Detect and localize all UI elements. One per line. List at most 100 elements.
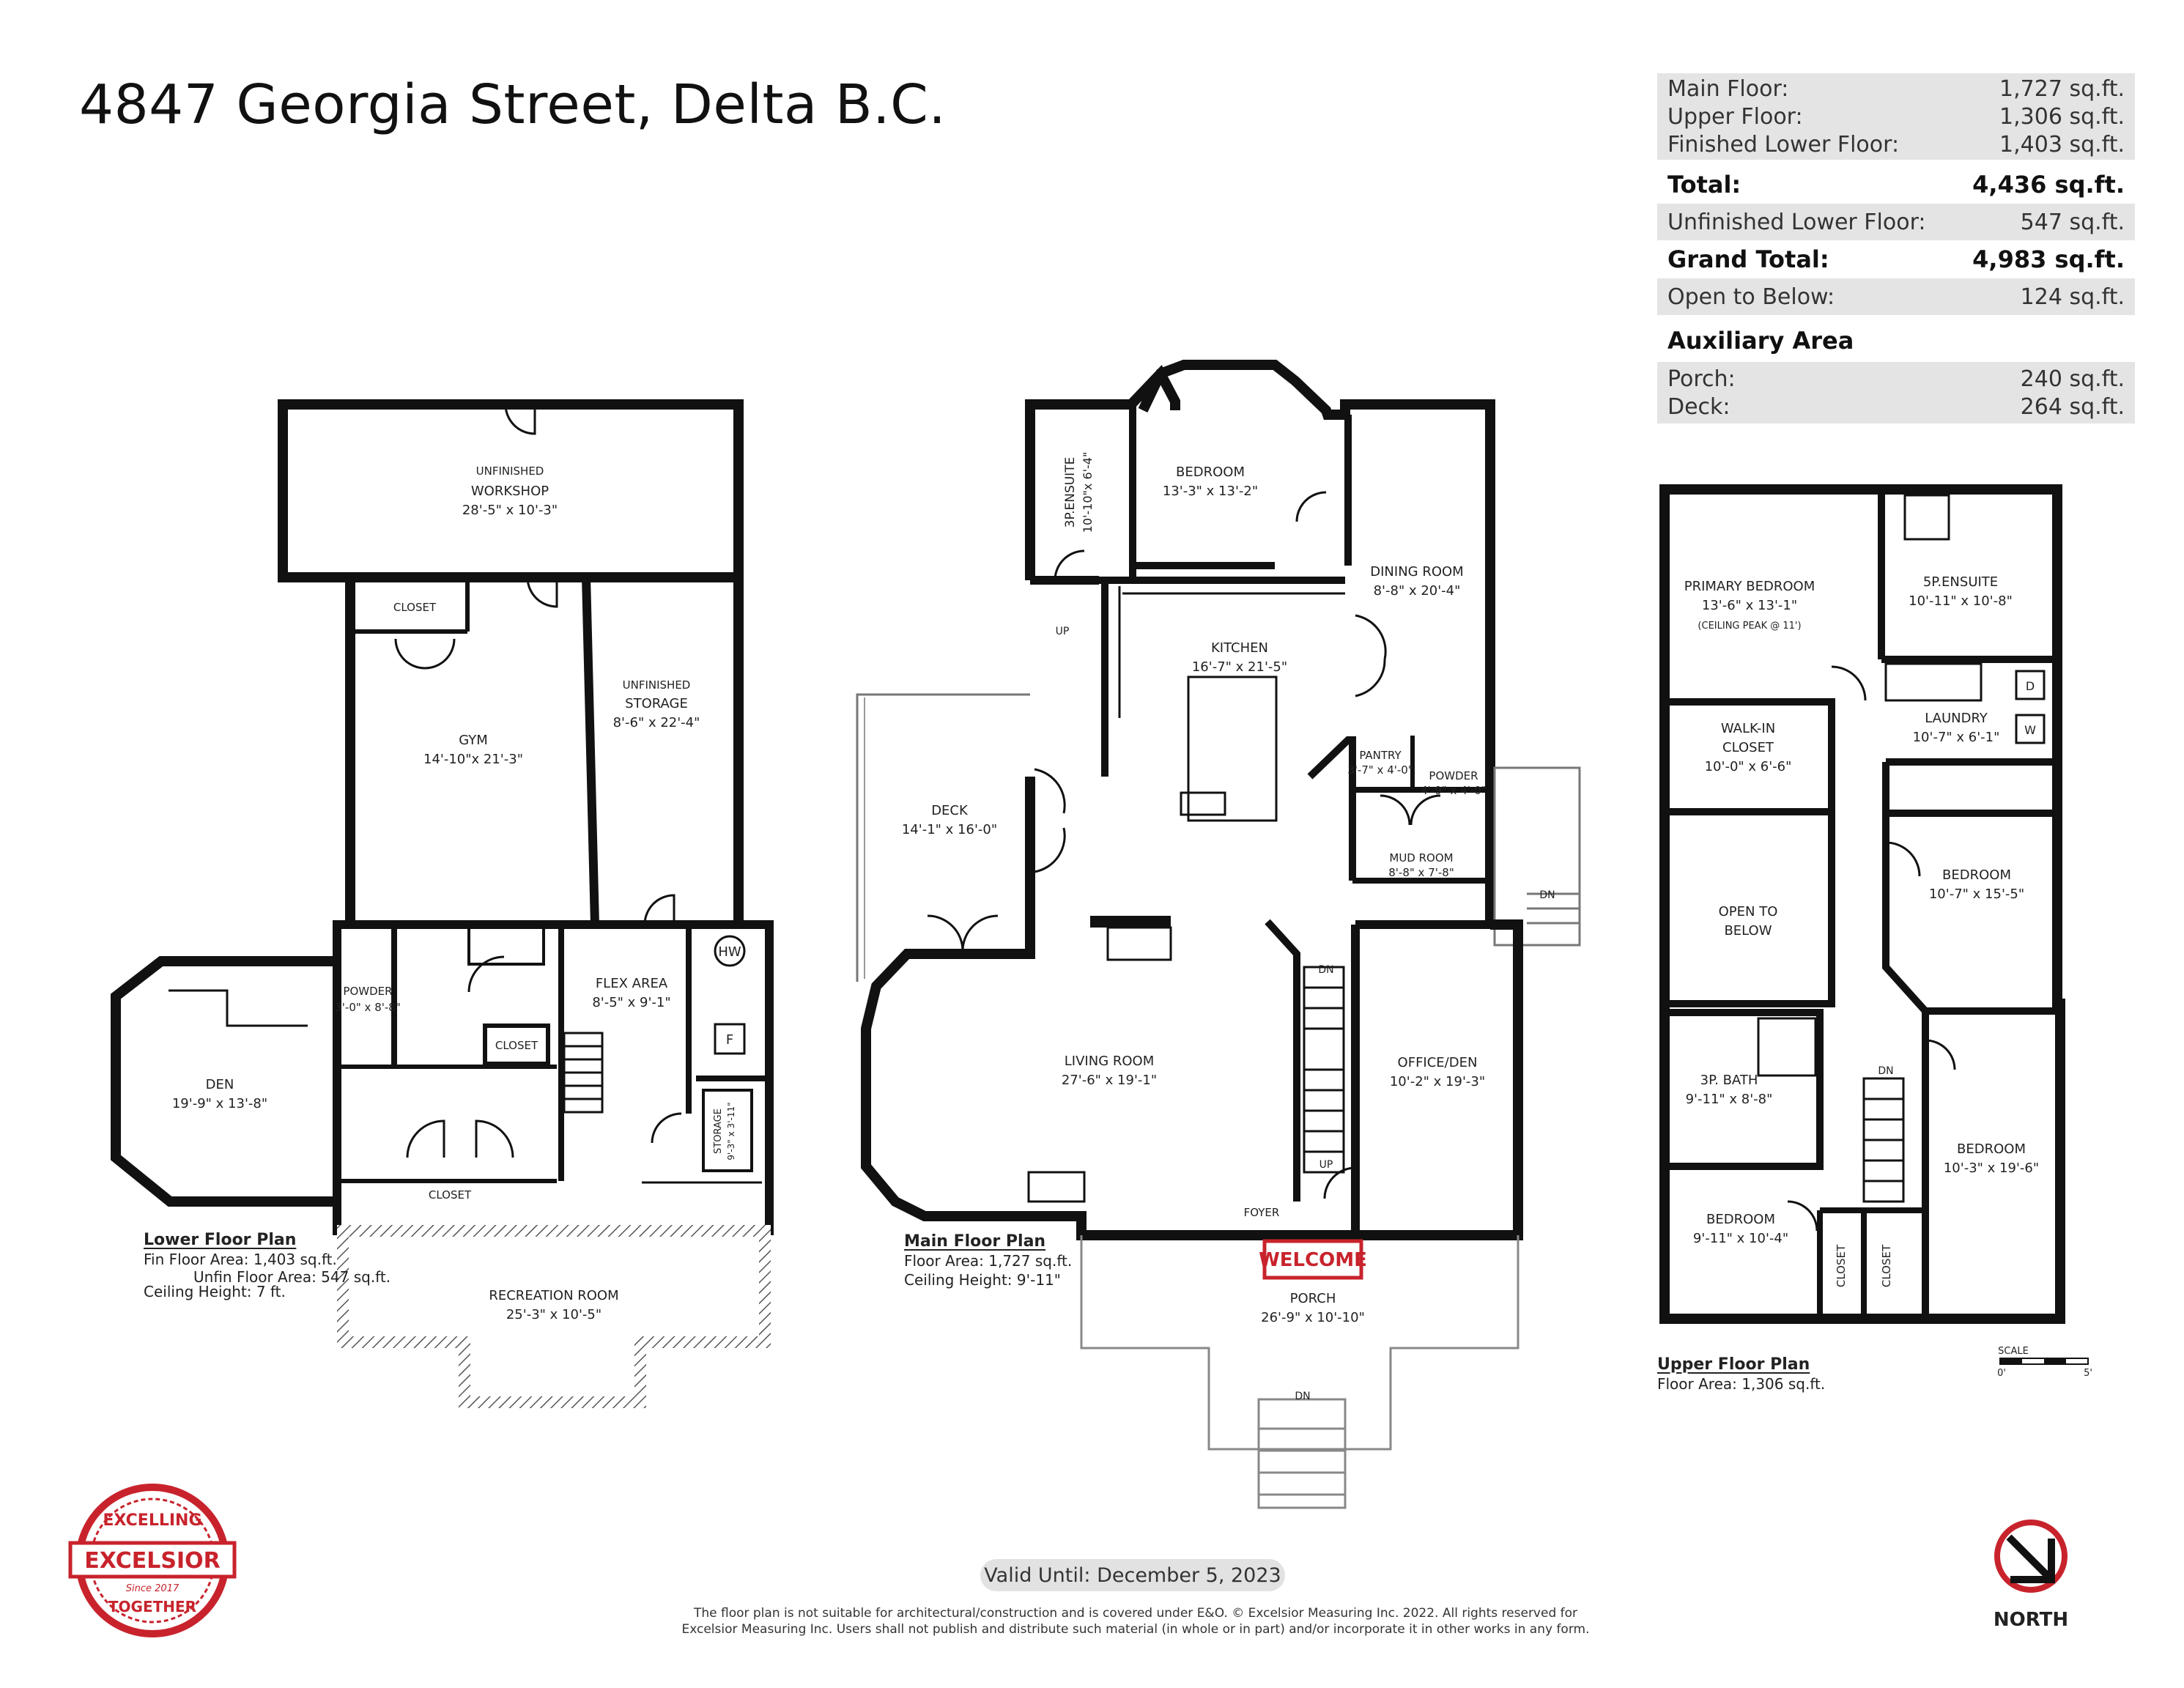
deck-outline bbox=[856, 693, 1030, 982]
room-name: PANTRY bbox=[1359, 749, 1402, 762]
plan-ceiling: Ceiling Height: 9'-11" bbox=[904, 1271, 1061, 1289]
room-dim: 10'-0" x 6'-6" bbox=[1705, 759, 1792, 774]
room-name: CLOSET bbox=[429, 1188, 472, 1202]
area-row-main: Main Floor: 1,727 sq.ft. bbox=[1657, 75, 2135, 103]
porch-outline bbox=[1080, 1235, 1519, 1451]
fireplace bbox=[1106, 926, 1172, 961]
room-dim: 16'-7" x 21'-5" bbox=[1192, 659, 1287, 675]
room-dim: 19'-9" x 13'-8" bbox=[172, 1096, 267, 1111]
room-dim: 8'-5" x 9'-1" bbox=[592, 995, 670, 1010]
room-dim: 10'-3" x 19'-6" bbox=[1944, 1160, 2039, 1176]
logo-name-text: EXCELSIOR bbox=[84, 1548, 221, 1574]
upper-plan-caption: Upper Floor Plan Floor Area: 1,306 sq.ft… bbox=[1657, 1355, 1825, 1393]
scale-min: 0' bbox=[1997, 1368, 2006, 1379]
furnace-icon bbox=[714, 1023, 746, 1055]
room-dim: 8'-8" x 20'-4" bbox=[1374, 583, 1461, 599]
room-name: CLOSET bbox=[393, 601, 437, 614]
room-name: GYM bbox=[459, 733, 488, 748]
area-label: Unfinished Lower Floor: bbox=[1667, 209, 1926, 235]
room-name: STORAGE bbox=[625, 696, 688, 711]
shower bbox=[1903, 494, 1950, 541]
area-label: Porch: bbox=[1667, 366, 1736, 392]
room-name: WALK-IN bbox=[1721, 721, 1775, 736]
aux-band: Porch:240 sq.ft. Deck:264 sq.ft. bbox=[1657, 362, 2135, 423]
lower-plan-caption: Lower Floor Plan Fin Floor Area: 1,403 s… bbox=[144, 1231, 390, 1301]
room-name: OPEN TO bbox=[1719, 904, 1778, 919]
plan-title: Lower Floor Plan bbox=[144, 1231, 297, 1249]
room-name: BEDROOM bbox=[1706, 1212, 1775, 1227]
area-value: 4,983 sq.ft. bbox=[1972, 245, 2125, 273]
room-dim: 10'-2" x 19'-3" bbox=[1390, 1074, 1485, 1089]
room-name: CLOSET bbox=[1835, 1244, 1848, 1287]
area-value: 1,403 sq.ft. bbox=[1999, 131, 2125, 158]
disclaimer-line: The floor plan is not suitable for archi… bbox=[693, 1606, 1578, 1621]
main-floor-plan: WELCOME BEDROOM 13'-3" x 13'-2" DINING R… bbox=[856, 360, 1581, 1509]
room-dim: 9'-3" x 3'-11" bbox=[726, 1102, 736, 1160]
room-name: KITCHEN bbox=[1211, 640, 1268, 656]
room-name: POWDER bbox=[1429, 769, 1478, 782]
room-name: BEDROOM bbox=[1957, 1141, 2026, 1157]
room-name: POWDER bbox=[343, 985, 392, 998]
den-walls bbox=[111, 956, 337, 1207]
disclaimer-line: Excelsior Measuring Inc. Users shall not… bbox=[681, 1622, 1590, 1637]
dryer-label: D bbox=[2026, 679, 2035, 693]
storage2-walls bbox=[702, 1089, 753, 1172]
bathtub bbox=[467, 926, 545, 966]
vanity bbox=[1884, 662, 1983, 702]
room-name: DECK bbox=[931, 803, 969, 818]
room-name: 5P.ENSUITE bbox=[1923, 574, 1998, 590]
area-row-finished-lower: Finished Lower Floor:1,403 sq.ft. bbox=[1657, 130, 2135, 158]
recreation-room-walls bbox=[337, 1225, 771, 1408]
room-dim: 4'-9" x 4'-0" bbox=[1421, 784, 1486, 797]
area-row-upper: Upper Floor:1,306 sq.ft. bbox=[1657, 103, 2135, 130]
stair-dn-label: DN bbox=[1295, 1391, 1310, 1402]
area-value: 4,436 sq.ft. bbox=[1972, 171, 2125, 199]
area-label: Total: bbox=[1667, 171, 1741, 199]
room-dim: 10'-11" x 10'-8" bbox=[1909, 593, 2013, 609]
north-label: NORTH bbox=[1993, 1609, 2069, 1631]
bedroom1-walls bbox=[1882, 762, 2057, 1015]
area-value: 240 sq.ft. bbox=[2020, 366, 2125, 392]
area-row-total: Total: 4,436 sq.ft. bbox=[1657, 166, 2135, 204]
stair-dn-label: DN bbox=[1318, 964, 1333, 976]
room-name: BEDROOM bbox=[1942, 867, 2011, 883]
gym-storage-divider bbox=[582, 577, 599, 925]
area-value: 547 sq.ft. bbox=[2020, 209, 2125, 235]
room-name: LAUNDRY bbox=[1925, 711, 1988, 726]
walk-in-closet-walls bbox=[1665, 698, 1835, 815]
room-note: (CEILING PEAK @ 11') bbox=[1698, 621, 1801, 632]
room-dim: 10'-10"x 6'-4" bbox=[1081, 452, 1095, 533]
room-name: CLOSET bbox=[495, 1039, 538, 1052]
plan-area: Floor Area: 1,727 sq.ft. bbox=[904, 1252, 1073, 1270]
main-stairs bbox=[1303, 966, 1345, 1174]
stair-up-label: UP bbox=[1056, 626, 1070, 637]
room-name: LIVING ROOM bbox=[1065, 1054, 1154, 1069]
fireplace-wall bbox=[1090, 916, 1171, 928]
room-dim: 14'-10"x 21'-3" bbox=[423, 752, 523, 767]
area-value: 1,727 sq.ft. bbox=[1999, 75, 2125, 102]
washer-icon bbox=[2015, 714, 2046, 744]
lower-floor-plan: UNFINISHED WORKSHOP 28'-5" x 10'-3" CLOS… bbox=[111, 399, 774, 1408]
lower-doors bbox=[394, 404, 682, 1158]
room-dim: 14'-1" x 16'-0" bbox=[902, 822, 997, 837]
stair-dn-label: DN bbox=[1539, 889, 1555, 901]
area-label: Upper Floor: bbox=[1667, 103, 1803, 130]
room-dim: 13'-3" x 13'-2" bbox=[1163, 484, 1258, 499]
plan-title: Upper Floor Plan bbox=[1657, 1355, 1810, 1374]
area-label: Deck: bbox=[1667, 393, 1730, 420]
plan-unfin-area: Unfin Floor Area: 547 sq.ft. bbox=[193, 1268, 391, 1286]
room-name: BELOW bbox=[1724, 923, 1772, 939]
area-label: Grand Total: bbox=[1667, 245, 1829, 273]
room-name: FLEX AREA bbox=[596, 976, 668, 991]
room-tag: UNFINISHED bbox=[623, 678, 691, 692]
area-label: Main Floor: bbox=[1667, 75, 1789, 102]
room-dim: 9'-11" x 8'-8" bbox=[1686, 1092, 1773, 1107]
upper-doors bbox=[1787, 665, 1956, 1232]
open-to-below-walls bbox=[1665, 808, 1835, 1007]
area-value: 124 sq.ft. bbox=[2020, 284, 2125, 310]
stair-up-label: UP bbox=[1319, 1159, 1333, 1171]
logo-since-text: Since 2017 bbox=[126, 1583, 179, 1594]
cooktop bbox=[1180, 791, 1226, 816]
room-dim: 10'-7" x 15'-5" bbox=[1929, 886, 2024, 902]
kitchen-counter bbox=[1118, 586, 1345, 718]
